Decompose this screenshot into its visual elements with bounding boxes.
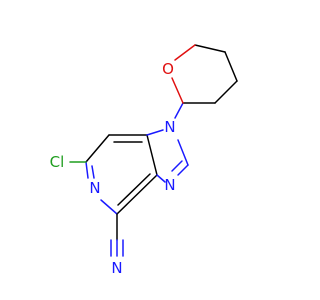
bond-thp-c6-o	[174, 44, 196, 61]
chemical-structure-diagram: Cl N N N N O	[50, 44, 238, 277]
bond-c3a-c4	[116, 174, 158, 215]
ring-nitrogen-top-label: N	[164, 118, 175, 136]
bond-c6-c7	[85, 134, 110, 163]
ring-nitrogen-right-label: N	[164, 176, 175, 194]
bond-n3-c3a	[156, 174, 166, 183]
bond-c7a-c3a	[146, 134, 158, 176]
pyridine-nitrogen-label: N	[89, 179, 100, 197]
chlorine-label: Cl	[50, 153, 65, 171]
bond-c2-n3	[177, 164, 189, 176]
pyridine-ring	[85, 134, 158, 215]
atom-labels: Cl N N N N O	[50, 60, 176, 277]
bond-c3a-c4-double	[117, 173, 151, 206]
pyran-oxygen-label: O	[162, 60, 174, 78]
bond-thp-o-c2	[171, 77, 184, 104]
bond-n1-c2	[177, 139, 189, 166]
bond-thp-c4-c5	[224, 51, 238, 82]
tetrahydropyran-ring	[171, 44, 238, 104]
bond-n5-c6-double	[91, 165, 95, 179]
bond-n5-c6	[85, 161, 89, 179]
nitrile-nitrogen-label: N	[111, 259, 122, 277]
bond-thp-c5-c6	[194, 44, 226, 53]
bond-c7a-n1	[146, 129, 164, 136]
bond-n1-thp	[174, 102, 184, 119]
imidazole-ring	[146, 129, 189, 183]
bond-c4-n5	[100, 199, 118, 215]
bond-c2-n3-double	[171, 160, 183, 172]
bond-thp-c3-c4	[214, 80, 238, 104]
substituents	[69, 102, 184, 257]
